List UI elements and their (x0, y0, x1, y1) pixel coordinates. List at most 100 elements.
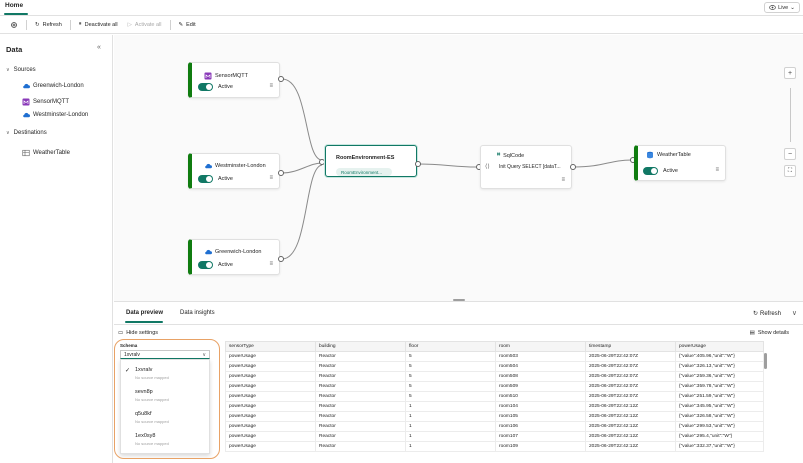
minus-icon: − (787, 150, 793, 158)
edit-button[interactable]: ✎ Edit (175, 18, 200, 32)
fit-to-screen-button[interactable]: ⛶ (784, 165, 796, 177)
column-header[interactable]: building (315, 341, 406, 352)
vertical-scrollbar[interactable] (764, 353, 767, 369)
active-toggle[interactable] (643, 167, 658, 175)
refresh-button[interactable]: ↻ Refresh (31, 18, 66, 32)
node-westminster-london[interactable]: Westminster-London Active ≡ (188, 153, 280, 189)
table-cell: 5 (405, 381, 496, 392)
sidebar-item-label: WeatherTable (33, 150, 70, 156)
mqtt-icon (204, 72, 212, 80)
table-cell: powerUsage (225, 431, 316, 442)
sidebar-item-westminster-london[interactable]: Westminster-London (22, 112, 88, 118)
sidebar-item-greenwich-london[interactable]: Greenwich-London (22, 83, 84, 89)
node-eventstream[interactable]: RoomEnvironment-ES RoomEnvironment... (325, 145, 417, 177)
chevron-down-icon[interactable]: ∨ (791, 310, 797, 317)
chevron-down-icon: ∨ (6, 130, 10, 136)
output-port[interactable] (278, 76, 284, 82)
node-greenwich-london[interactable]: Greenwich-London Active ≡ (188, 239, 280, 275)
destinations-section-header[interactable]: ∨ Destinations (6, 130, 47, 136)
zoom-slider[interactable] (790, 88, 791, 142)
table-cell: {"value":345.95,"unit":"W"} (675, 401, 764, 412)
column-header[interactable]: floor (405, 341, 496, 352)
live-view-button[interactable]: Live ⌄ (764, 2, 800, 13)
table-icon (22, 149, 30, 157)
hide-settings-button[interactable]: ▭ Hide settings (118, 330, 158, 336)
eventstream-chip: RoomEnvironment... (336, 168, 392, 176)
panel-icon: ▭ (118, 330, 124, 336)
zoom-out-button[interactable]: − (784, 148, 796, 160)
node-sqlcode[interactable]: ⌗ SqlCode ⟨⟩ Init Query SELECT [dataT...… (480, 145, 572, 189)
input-port[interactable] (319, 159, 325, 165)
schema-option[interactable]: ✓ 1xvralv No source mapped (121, 364, 209, 386)
panel-resize-handle[interactable] (453, 299, 465, 301)
table-cell: powerUsage (225, 421, 316, 432)
schema-option-name: q5u8kf (135, 411, 152, 417)
schema-option[interactable]: q5u8kf No source mapped (121, 408, 209, 430)
pipeline-canvas[interactable]: SensorMQTT Active ≡ Westminster-London A… (114, 35, 803, 301)
active-toggle[interactable] (198, 175, 213, 183)
tab-home-indicator (4, 13, 28, 15)
output-port[interactable] (278, 256, 284, 262)
output-port[interactable] (415, 161, 421, 167)
schema-option[interactable]: sevn8p No source mapped (121, 386, 209, 408)
sources-label: Sources (13, 67, 36, 73)
sidebar-item-weathertable[interactable]: WeatherTable (22, 149, 70, 157)
check-icon: ✓ (125, 368, 131, 374)
collapse-sidebar-icon[interactable]: « (97, 44, 101, 51)
table-cell: 2025-06-29T22:42:12Z (585, 431, 676, 442)
schema-option-note: No source mapped (135, 375, 169, 380)
node-menu-icon[interactable]: ≡ (715, 167, 719, 173)
preview-refresh-button[interactable]: ↻ Refresh (753, 310, 781, 318)
schema-selected-value: 1xvralv (124, 351, 140, 358)
node-menu-icon[interactable]: ≡ (269, 261, 273, 267)
node-sensormqtt[interactable]: SensorMQTT Active ≡ (188, 62, 280, 98)
bottom-panel: Data preview Data insights ↻ Refresh ∨ ▭… (114, 301, 803, 463)
settings-button[interactable] (6, 18, 22, 32)
column-header[interactable]: powerUsage (675, 341, 764, 352)
tab-data-preview[interactable]: Data preview (126, 310, 164, 316)
table-cell: Reactor (315, 351, 406, 362)
sidebar-item-sensormqtt[interactable]: SensorMQTT (22, 98, 69, 106)
data-sidebar: Data « ∨ Sources Greenwich-London Sensor… (0, 35, 113, 463)
node-menu-icon[interactable]: ≡ (561, 177, 565, 183)
node-weathertable[interactable]: WeatherTable Active ≡ (634, 145, 726, 181)
table-cell: room107 (495, 431, 586, 442)
details-icon: ▤ (749, 330, 755, 336)
show-details-button[interactable]: ▤ Show details (750, 330, 789, 336)
sources-section-header[interactable]: ∨ Sources (6, 67, 36, 73)
deactivate-all-button[interactable]: ⏸ Deactivate all (75, 18, 122, 32)
column-header[interactable]: timestamp (585, 341, 676, 352)
table-cell: room104 (495, 401, 586, 412)
column-header[interactable]: room (495, 341, 586, 352)
active-toggle[interactable] (198, 261, 213, 269)
table-cell: {"value":332.37,"unit":"W"} (675, 441, 764, 452)
activate-all-button[interactable]: ▷ Activate all (124, 18, 166, 32)
node-menu-icon[interactable]: ≡ (269, 83, 273, 89)
output-port[interactable] (278, 170, 284, 176)
node-menu-icon[interactable]: ≡ (269, 175, 273, 181)
tab-home[interactable]: Home (5, 2, 24, 9)
zoom-in-button[interactable]: + (784, 67, 796, 79)
table-cell: powerUsage (225, 351, 316, 362)
table-cell: room503 (495, 351, 586, 362)
tab-data-insights[interactable]: Data insights (180, 310, 215, 316)
output-port[interactable] (570, 164, 576, 170)
active-toggle[interactable] (198, 83, 213, 91)
table-cell: room508 (495, 371, 586, 382)
refresh-label: Refresh (42, 21, 62, 28)
table-cell: 1 (405, 441, 496, 452)
schema-dropdown[interactable]: 1xvralv ∨ (120, 350, 210, 359)
column-header[interactable]: sensorType (225, 341, 316, 352)
schema-option[interactable]: 1ex0sy8 No source mapped (121, 430, 209, 452)
